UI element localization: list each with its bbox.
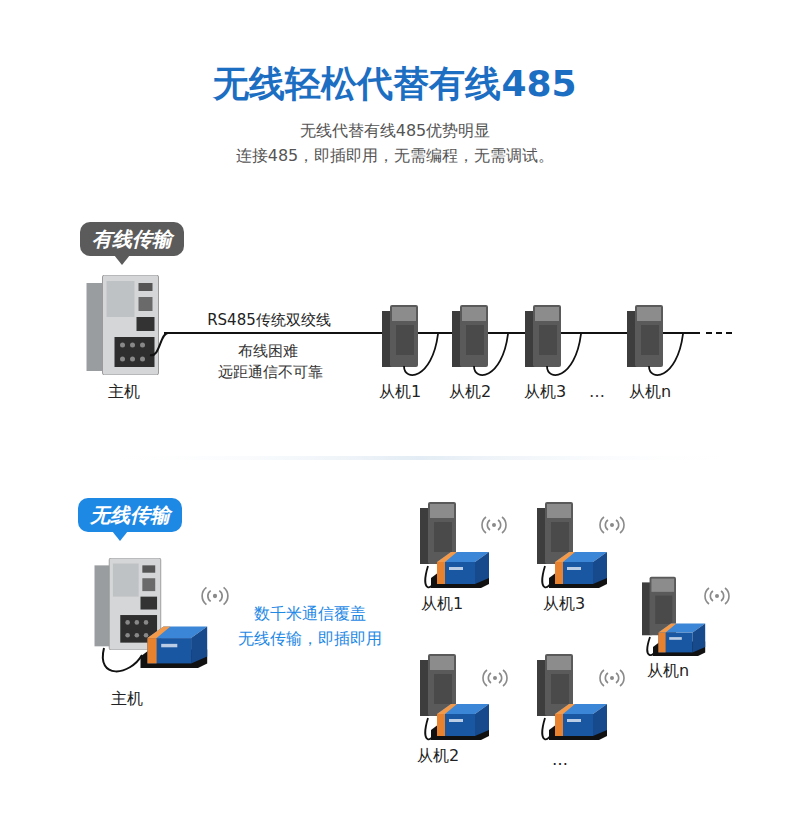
node-label: 从机1	[379, 382, 421, 402]
edge-label: RS485传统双绞线	[204, 311, 334, 330]
slave-device: 从机2	[412, 652, 464, 766]
node-label: 从机3	[524, 382, 566, 402]
feature-text: 无线传输，即插即用	[238, 629, 382, 649]
slave-device: 从机n	[642, 572, 694, 681]
slave-device: 从机1	[374, 300, 426, 402]
node-label: 有线传输	[92, 226, 172, 252]
subtitle: 无线代替有线485优势明显	[300, 121, 491, 141]
slave-device: 从机3	[538, 498, 590, 614]
node-label: 从机1	[421, 594, 463, 614]
slave-device: 从机3	[519, 300, 571, 402]
node-label: 从机n	[647, 661, 689, 681]
node-label: 从机n	[629, 382, 671, 402]
ellipsis-mark: …	[589, 382, 605, 402]
note-text: 布线困难	[238, 341, 298, 361]
slave-device: 从机2	[444, 300, 496, 402]
node-label: …	[552, 750, 568, 770]
page-title: 无线轻松代替有线485	[0, 62, 790, 106]
bus-cable	[164, 332, 374, 334]
slave-device: …	[540, 652, 580, 770]
slave-device: 从机1	[416, 498, 468, 614]
node-label: 从机2	[417, 746, 459, 766]
host-device: 主机	[84, 272, 164, 402]
section-badge: 有线传输	[80, 222, 184, 256]
node-label: 主机	[111, 689, 143, 709]
section-badge: 无线传输	[78, 498, 182, 532]
bus-cable	[426, 332, 444, 334]
node-label: 从机2	[449, 382, 491, 402]
host-device: 主机	[92, 555, 162, 709]
node-label: 主机	[108, 382, 140, 402]
note-text: 远距通信不可靠	[218, 362, 323, 382]
slave-device: 从机n	[624, 300, 676, 402]
bus-cable	[571, 332, 624, 334]
node-label: 从机3	[543, 594, 585, 614]
node-label: 无线传输	[90, 502, 170, 528]
feature-text: 数千米通信覆盖	[254, 604, 366, 624]
subtitle: 连接485，即插即用，无需编程，无需调试。	[236, 146, 555, 166]
bus-cable	[496, 332, 519, 334]
